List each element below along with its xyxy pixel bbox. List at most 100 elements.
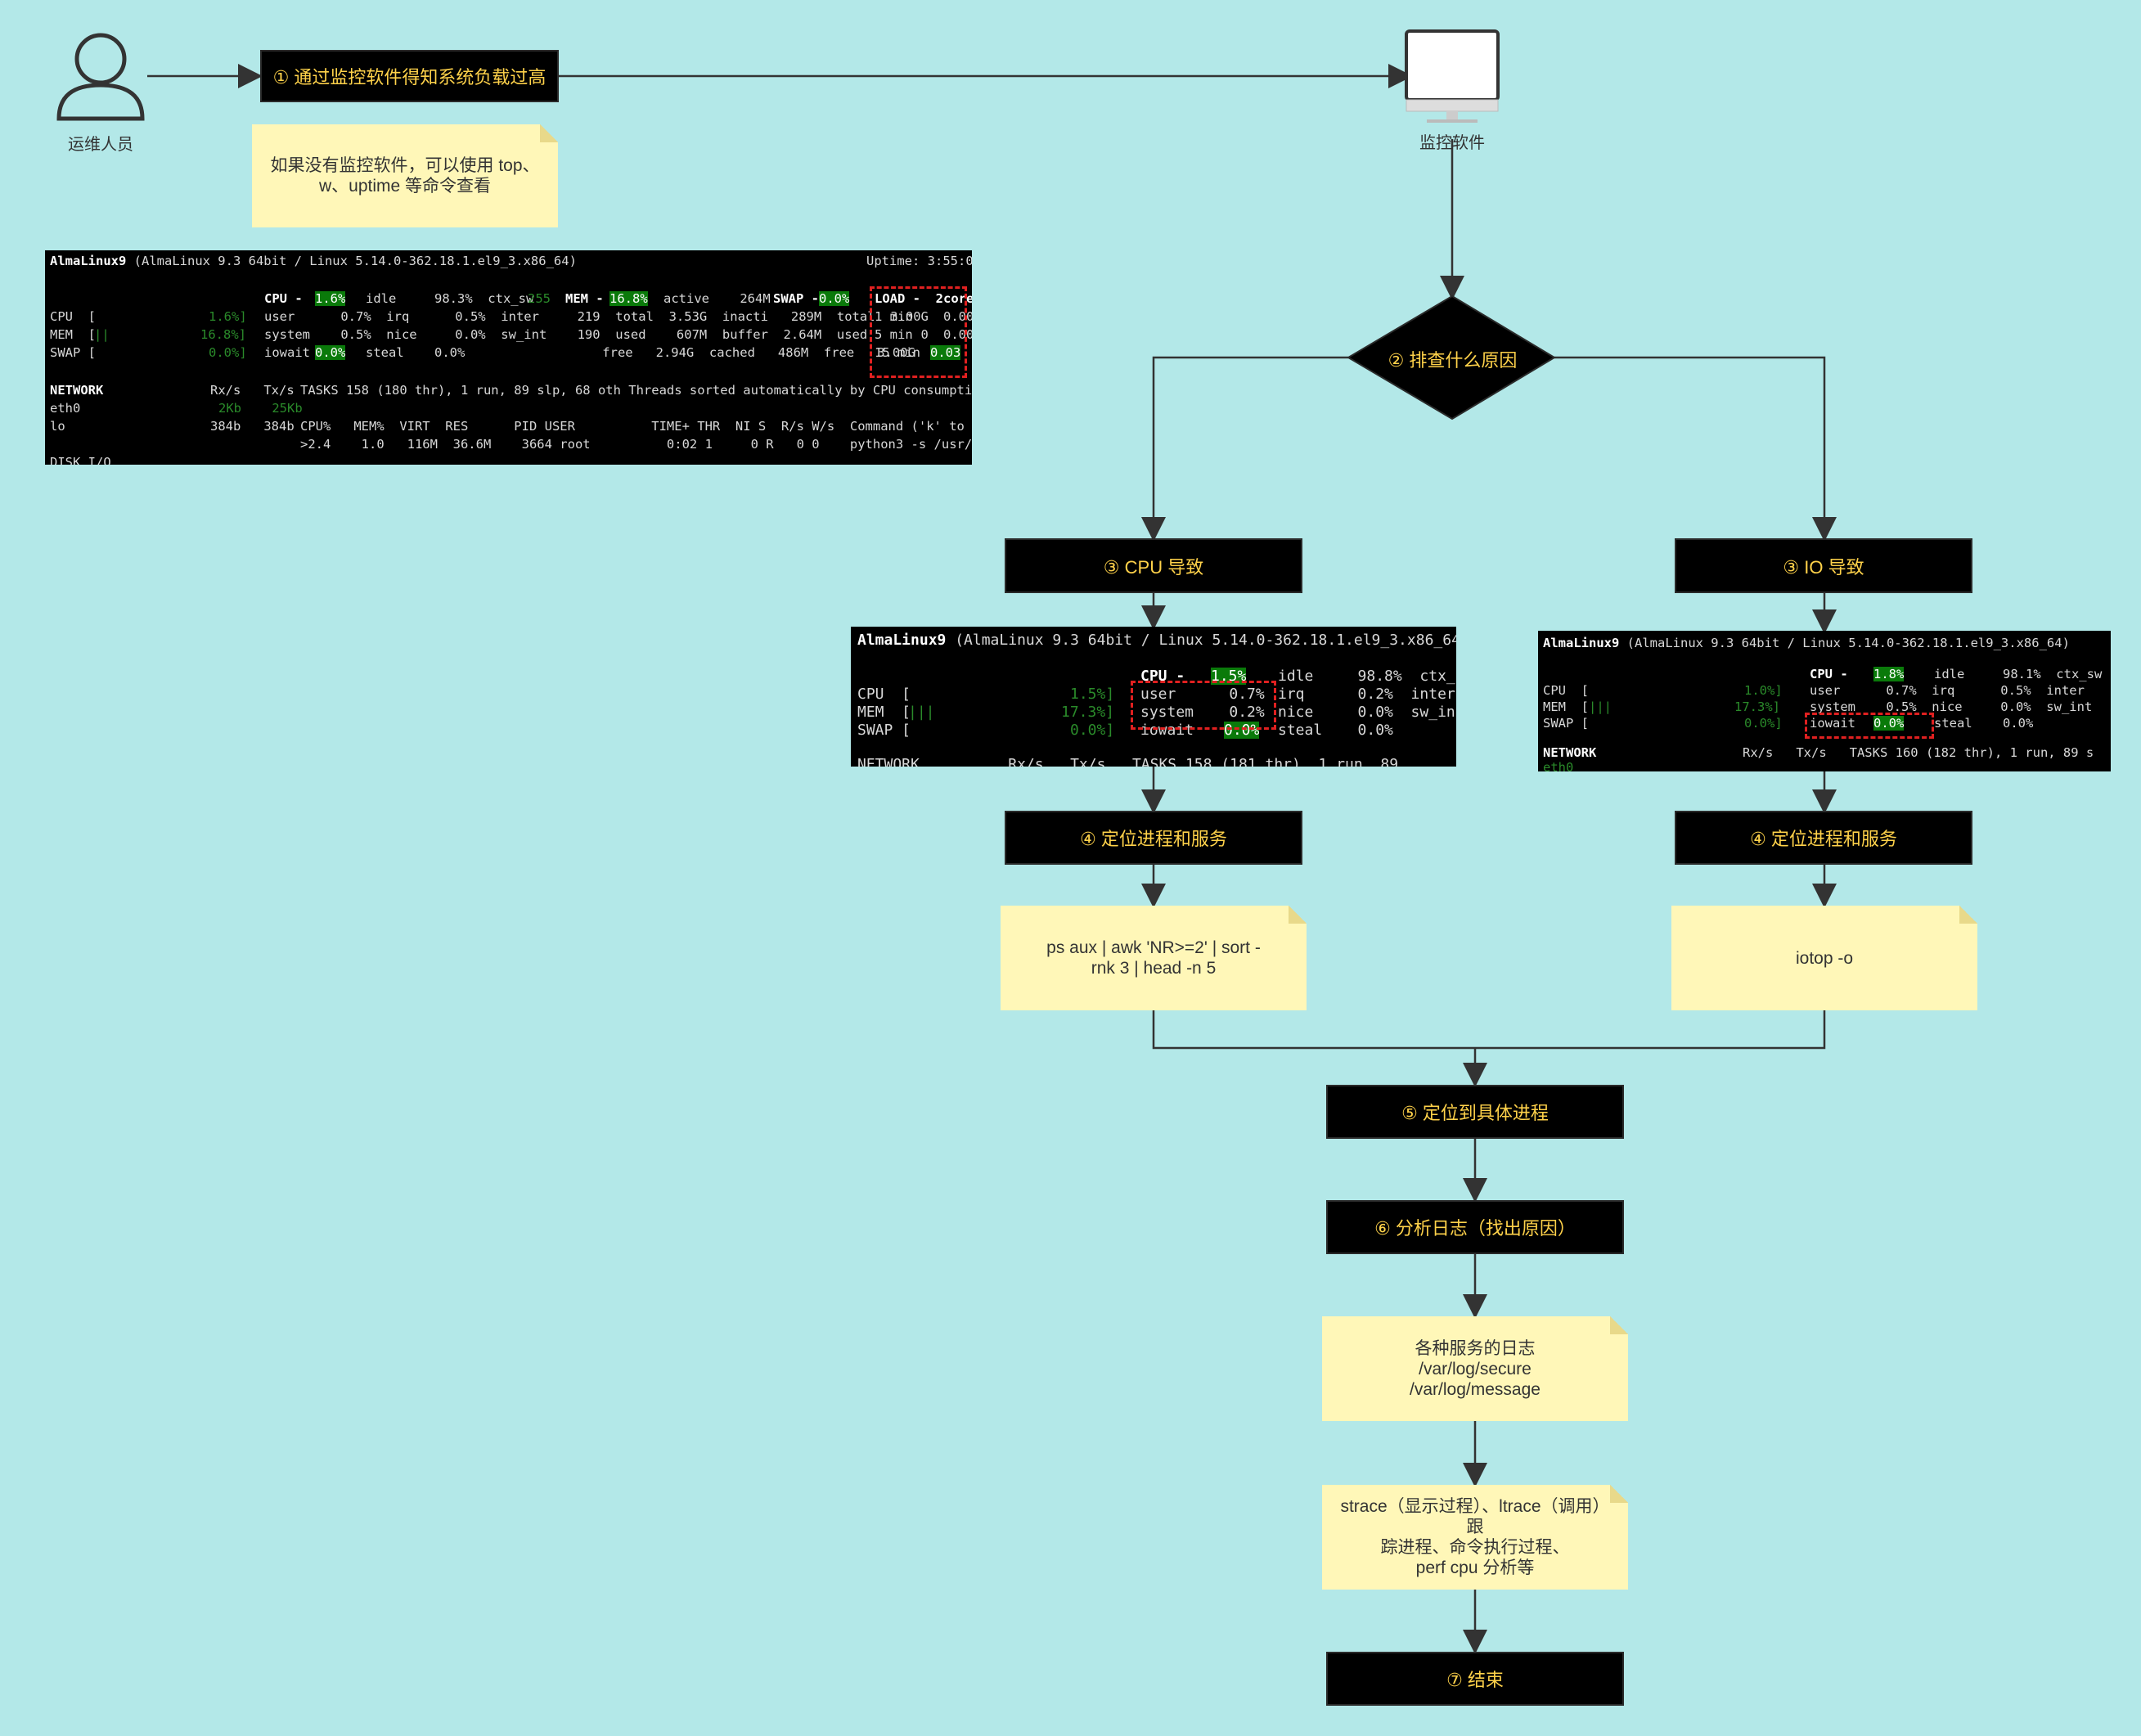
io-term-net: NETWORK	[1543, 745, 1597, 760]
term-swap-pct: 0.0%	[819, 291, 850, 306]
note-log-files: 各种服务的日志 /var/log/secure /var/log/message	[1322, 1316, 1628, 1421]
highlight-iowait-box	[1805, 713, 1934, 739]
term-mem-bar: ||	[94, 327, 110, 342]
monitor-icon	[1405, 29, 1500, 123]
decision-diamond	[1347, 295, 1556, 421]
term-swap-row: SWAP [	[50, 345, 96, 360]
io-term-net-rest: Rx/s Tx/s TASKS 160 (182 thr), 1 run, 89…	[1743, 745, 2094, 760]
io-term-idle: idle 98.1% ctx_sw	[1934, 667, 2103, 681]
term-swap-head: SWAP -	[773, 291, 819, 306]
edge-cpunote-merge	[1152, 1010, 1475, 1050]
term-host: AlmaLinux9	[50, 254, 127, 268]
step5-locate-process[interactable]: ⑤ 定位到具体进程	[1326, 1085, 1624, 1139]
cpu-term-iowait: iowait	[1140, 722, 1194, 739]
io-term-cpu-v: 1.0%]	[1744, 683, 1783, 698]
terminal-glances-io: AlmaLinux9 (AlmaLinux 9.3 64bit / Linux …	[1538, 631, 2111, 771]
term-cpu-row: CPU [	[50, 309, 96, 324]
term-15min: 15 min	[875, 345, 920, 360]
highlight-load-box	[870, 286, 967, 378]
io-term-mem-row: MEM [	[1543, 699, 1589, 714]
term-cpu-v: 1.6%]	[209, 309, 247, 324]
io-term-swap-row: SWAP [	[1543, 716, 1589, 731]
cpu-term-host: AlmaLinux9	[857, 632, 947, 649]
edge-ionote-merge	[1475, 1010, 1826, 1050]
io-term-os: (AlmaLinux 9.3 64bit / Linux 5.14.0-362.…	[1619, 636, 2070, 650]
cpu-term-mem-row: MEM [	[857, 704, 911, 721]
edge-step2-io	[1554, 356, 1837, 542]
term-system-row: system 0.5% nice 0.0% sw_int 190 used 60…	[264, 327, 929, 342]
term-tasks: TASKS 158 (180 thr), 1 run, 89 slp, 68 o…	[300, 383, 972, 398]
cpu-term-nice: nice 0.0% sw_int	[1278, 704, 1456, 721]
io-term-swap-v: 0.0%]	[1744, 716, 1783, 731]
io-term-cpu-pct: 1.8%	[1873, 667, 1905, 681]
note-cpu-command: ps aux | awk 'NR>=2' | sort - rnk 3 | he…	[1001, 906, 1307, 1010]
edge-step2-cpu	[1141, 356, 1348, 542]
step1-detect-high-load[interactable]: ① 通过监控软件得知系统负载过高	[260, 50, 559, 102]
cpu-term-cpu-row: CPU [	[857, 686, 911, 703]
io-term-cpu-row: CPU [	[1543, 683, 1589, 698]
term-disk: DISK I/O	[50, 455, 111, 465]
cpu-term-irq: irq 0.2% inter	[1278, 686, 1455, 703]
step4-io-locate[interactable]: ④ 定位进程和服务	[1675, 811, 1972, 865]
note-monitor-tip: 如果没有监控软件，可以使用 top、 w、uptime 等命令查看	[252, 124, 558, 227]
note-io-command: iotop -o	[1671, 906, 1977, 1010]
highlight-user-system-box	[1131, 681, 1276, 730]
io-term-steal: steal 0.0%	[1934, 716, 2034, 731]
step2-label[interactable]: ② 排查什么原因	[1388, 350, 1518, 371]
term-net-cols: Rx/s Tx/s	[210, 383, 295, 398]
term-mem-pct: 16.8%	[609, 291, 648, 306]
term-cpu-head: CPU -	[264, 291, 303, 306]
term-iowait-v: 0.0%	[315, 345, 346, 360]
term-15min-v: 0.03	[930, 345, 961, 360]
term-ctx-val: 255	[528, 291, 551, 306]
terminal-glances-cpu: AlmaLinux9 (AlmaLinux 9.3 64bit / Linux …	[851, 627, 1456, 767]
cpu-term-mem-bar: |||	[908, 704, 935, 721]
io-term-user: user 0.7% irq 0.5% inter	[1810, 683, 2085, 698]
term-steal-row: steal 0.0% free 2.94G cached 486M free 3…	[366, 345, 915, 360]
step6-analyze-logs[interactable]: ⑥ 分析日志（找出原因）	[1326, 1200, 1624, 1254]
cpu-term-net: NETWORK Rx/s Tx/s TASKS 158 (181 thr), 1…	[857, 756, 1399, 767]
io-term-system: system 0.5% nice 0.0% sw_int	[1810, 699, 2093, 714]
io-term-iowait-v: 0.0%	[1873, 716, 1905, 731]
io-term-host: AlmaLinux9	[1543, 636, 1620, 650]
cpu-term-iowait-v: 0.0%	[1224, 722, 1260, 739]
terminal-glances-overview: AlmaLinux9 (AlmaLinux 9.3 64bit / Linux …	[45, 250, 972, 465]
term-mem-v: 16.8%]	[200, 327, 246, 342]
term-swap-v: 0.0%]	[209, 345, 247, 360]
actor-label: 运维人员	[68, 136, 133, 154]
monitor-label: 监控软件	[1419, 134, 1485, 152]
cpu-term-cpu-pct: 1.5%	[1211, 668, 1247, 685]
term-cpu-pct: 1.6%	[315, 291, 346, 306]
cpu-term-system: system 0.2%	[1140, 704, 1265, 721]
term-proc-cols: CPU% MEM% VIRT RES PID USER TIME+ THR NI…	[300, 419, 972, 434]
term-idle: idle 98.3% ctx_sw	[366, 291, 534, 306]
cpu-term-cpu-v: 1.5%]	[1070, 686, 1115, 703]
term-mem-head: MEM -	[565, 291, 604, 306]
io-term-mem-bar: |||	[1589, 699, 1612, 714]
term-os: (AlmaLinux 9.3 64bit / Linux 5.14.0-362.…	[126, 254, 577, 268]
term-net-head: NETWORK	[50, 383, 104, 398]
cpu-term-swap-row: SWAP [	[857, 722, 911, 739]
note-trace-tools: strace（显示过程）、ltrace（调用）跟 踪进程、命令执行过程、 per…	[1322, 1485, 1628, 1590]
cpu-term-user: user 0.7%	[1140, 686, 1265, 703]
step4-cpu-locate[interactable]: ④ 定位进程和服务	[1005, 811, 1302, 865]
step3-cpu-cause[interactable]: ③ CPU 导致	[1005, 538, 1302, 593]
term-mem-row: MEM [	[50, 327, 96, 342]
io-term-cpu-head: CPU -	[1810, 667, 1848, 681]
term-eth0: eth0	[50, 401, 81, 416]
io-term-iowait: iowait	[1810, 716, 1855, 731]
term-load-head: LOAD - 2core	[875, 291, 972, 306]
io-term-mem-v: 17.3%]	[1734, 699, 1780, 714]
cpu-term-steal: steal 0.0%	[1278, 722, 1393, 739]
step3-io-cause[interactable]: ③ IO 导致	[1675, 538, 1972, 593]
term-lo: lo	[50, 419, 65, 434]
term-iowait: iowait	[264, 345, 310, 360]
person-icon	[56, 33, 145, 121]
cpu-term-swap-v: 0.0%]	[1070, 722, 1115, 739]
cpu-term-mem-v: 17.3%]	[1061, 704, 1115, 721]
cpu-term-idle: idle 98.8% ctx_sw	[1278, 668, 1456, 685]
step7-end[interactable]: ⑦ 结束	[1326, 1652, 1624, 1706]
cpu-term-cpu-head: CPU -	[1140, 668, 1185, 685]
term-user-row: user 0.7% irq 0.5% inter 219 total 3.53G…	[264, 309, 929, 324]
term-lo-v: 384b 384b	[210, 419, 295, 434]
